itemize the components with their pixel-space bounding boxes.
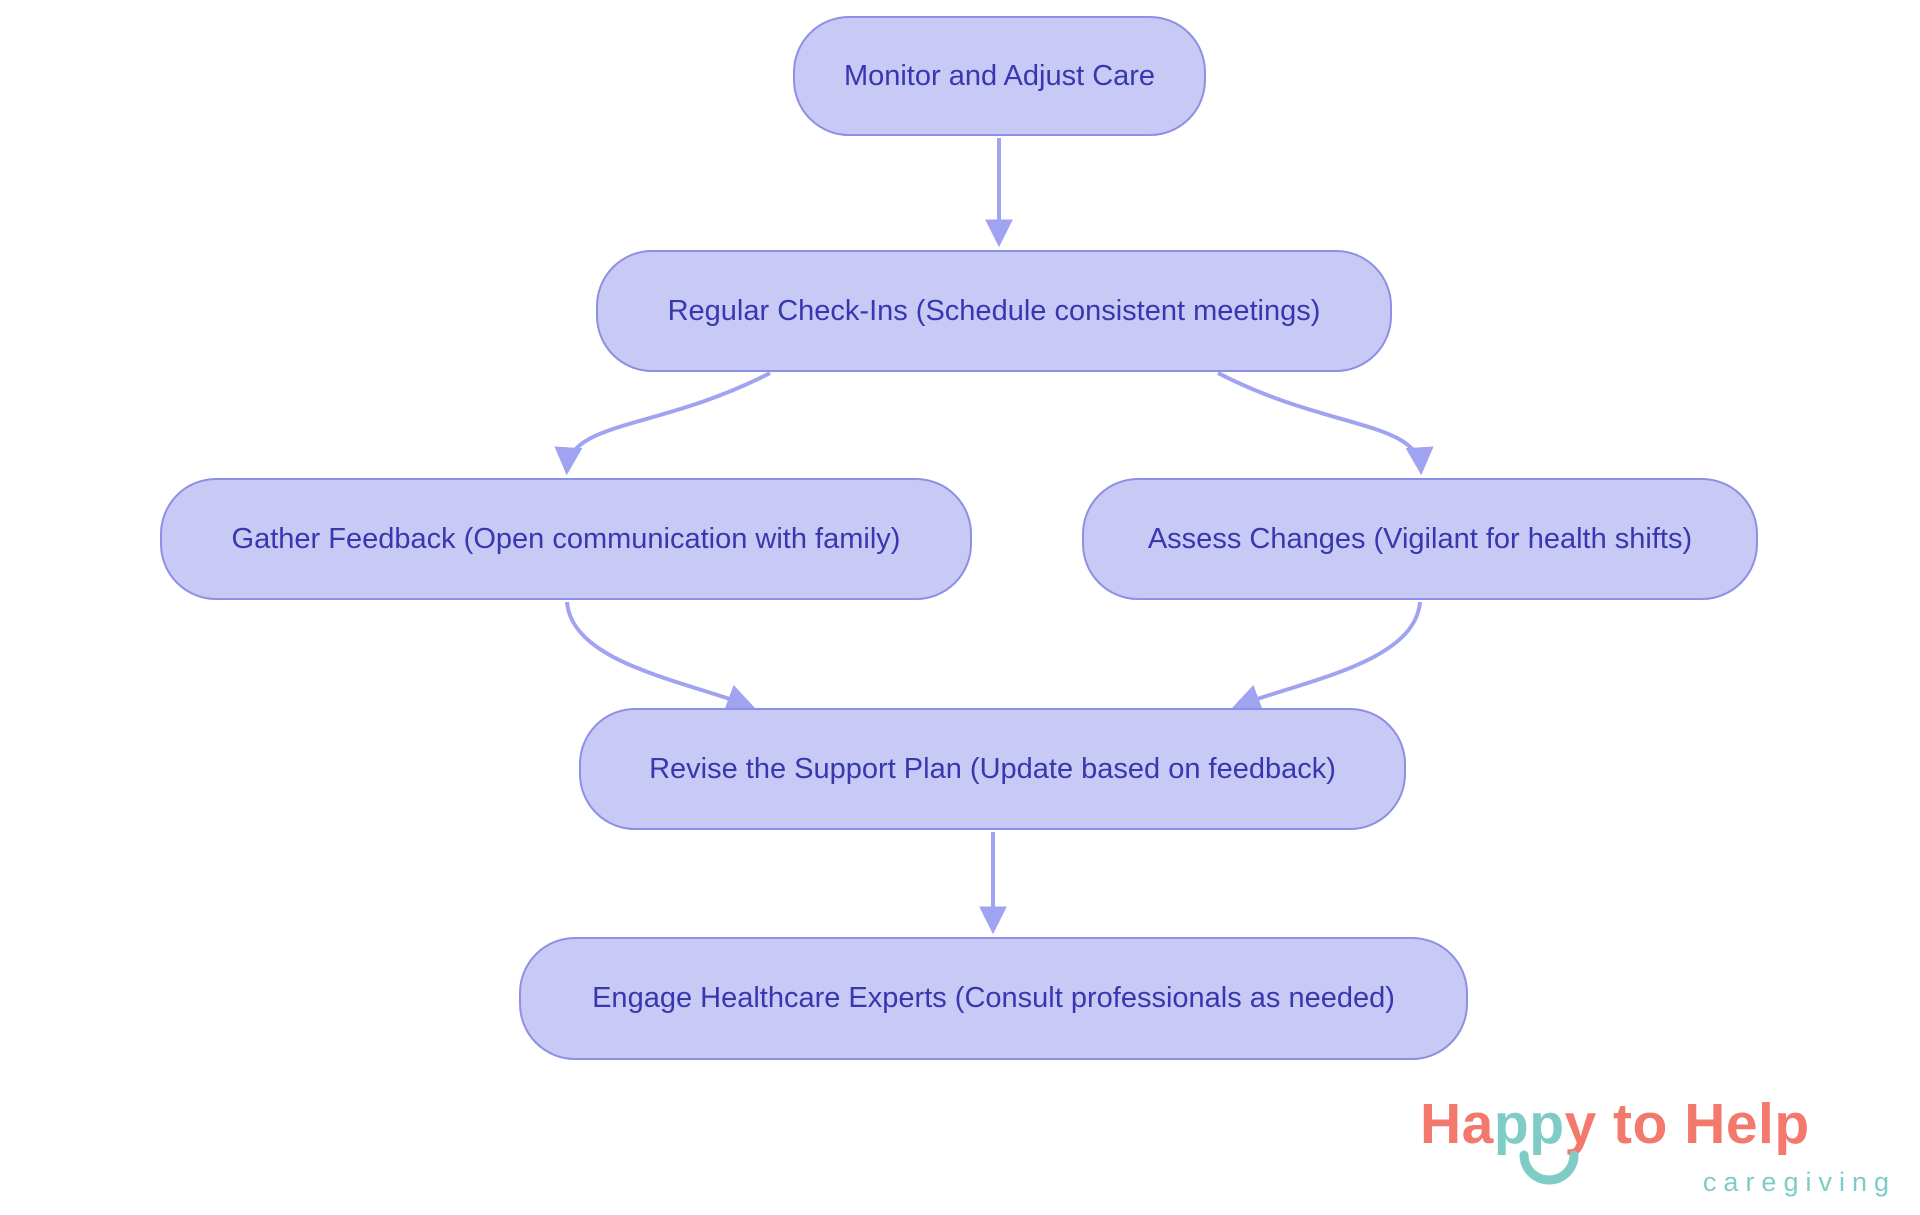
logo-text-y: y	[1564, 1092, 1597, 1156]
logo-text-ha: Ha	[1420, 1092, 1494, 1156]
edge-gather-to-revise	[565, 601, 755, 712]
logo-tagline: caregiving	[1702, 1167, 1896, 1197]
node-monitor-adjust-care: Monitor and Adjust Care	[793, 16, 1206, 136]
node-label: Assess Changes (Vigilant for health shif…	[1147, 522, 1693, 555]
node-label: Monitor and Adjust Care	[843, 59, 1156, 92]
node-label: Regular Check-Ins (Schedule consistent m…	[667, 294, 1321, 327]
node-engage-healthcare-experts: Engage Healthcare Experts (Consult profe…	[519, 937, 1468, 1060]
node-regular-check-ins: Regular Check-Ins (Schedule consistent m…	[596, 250, 1392, 372]
node-label: Revise the Support Plan (Update based on…	[649, 752, 1336, 785]
logo: Happy to Help caregiving	[1420, 1096, 1900, 1211]
smile-icon	[1519, 1150, 1579, 1185]
edge-assess-to-revise	[1232, 601, 1422, 712]
logo-text-pp: pp	[1493, 1092, 1565, 1156]
node-gather-feedback: Gather Feedback (Open communication with…	[160, 478, 972, 600]
logo-wordmark: Happy to Help	[1420, 1096, 1900, 1153]
node-label: Gather Feedback (Open communication with…	[231, 522, 901, 555]
node-label: Engage Healthcare Experts (Consult profe…	[592, 982, 1395, 1015]
node-assess-changes: Assess Changes (Vigilant for health shif…	[1082, 478, 1758, 600]
edge-checkins-to-gather	[554, 371, 771, 476]
node-revise-support-plan: Revise the Support Plan (Update based on…	[579, 708, 1406, 830]
edge-checkins-to-assess	[1217, 371, 1434, 476]
logo-text-to-help: to Help	[1596, 1092, 1810, 1156]
